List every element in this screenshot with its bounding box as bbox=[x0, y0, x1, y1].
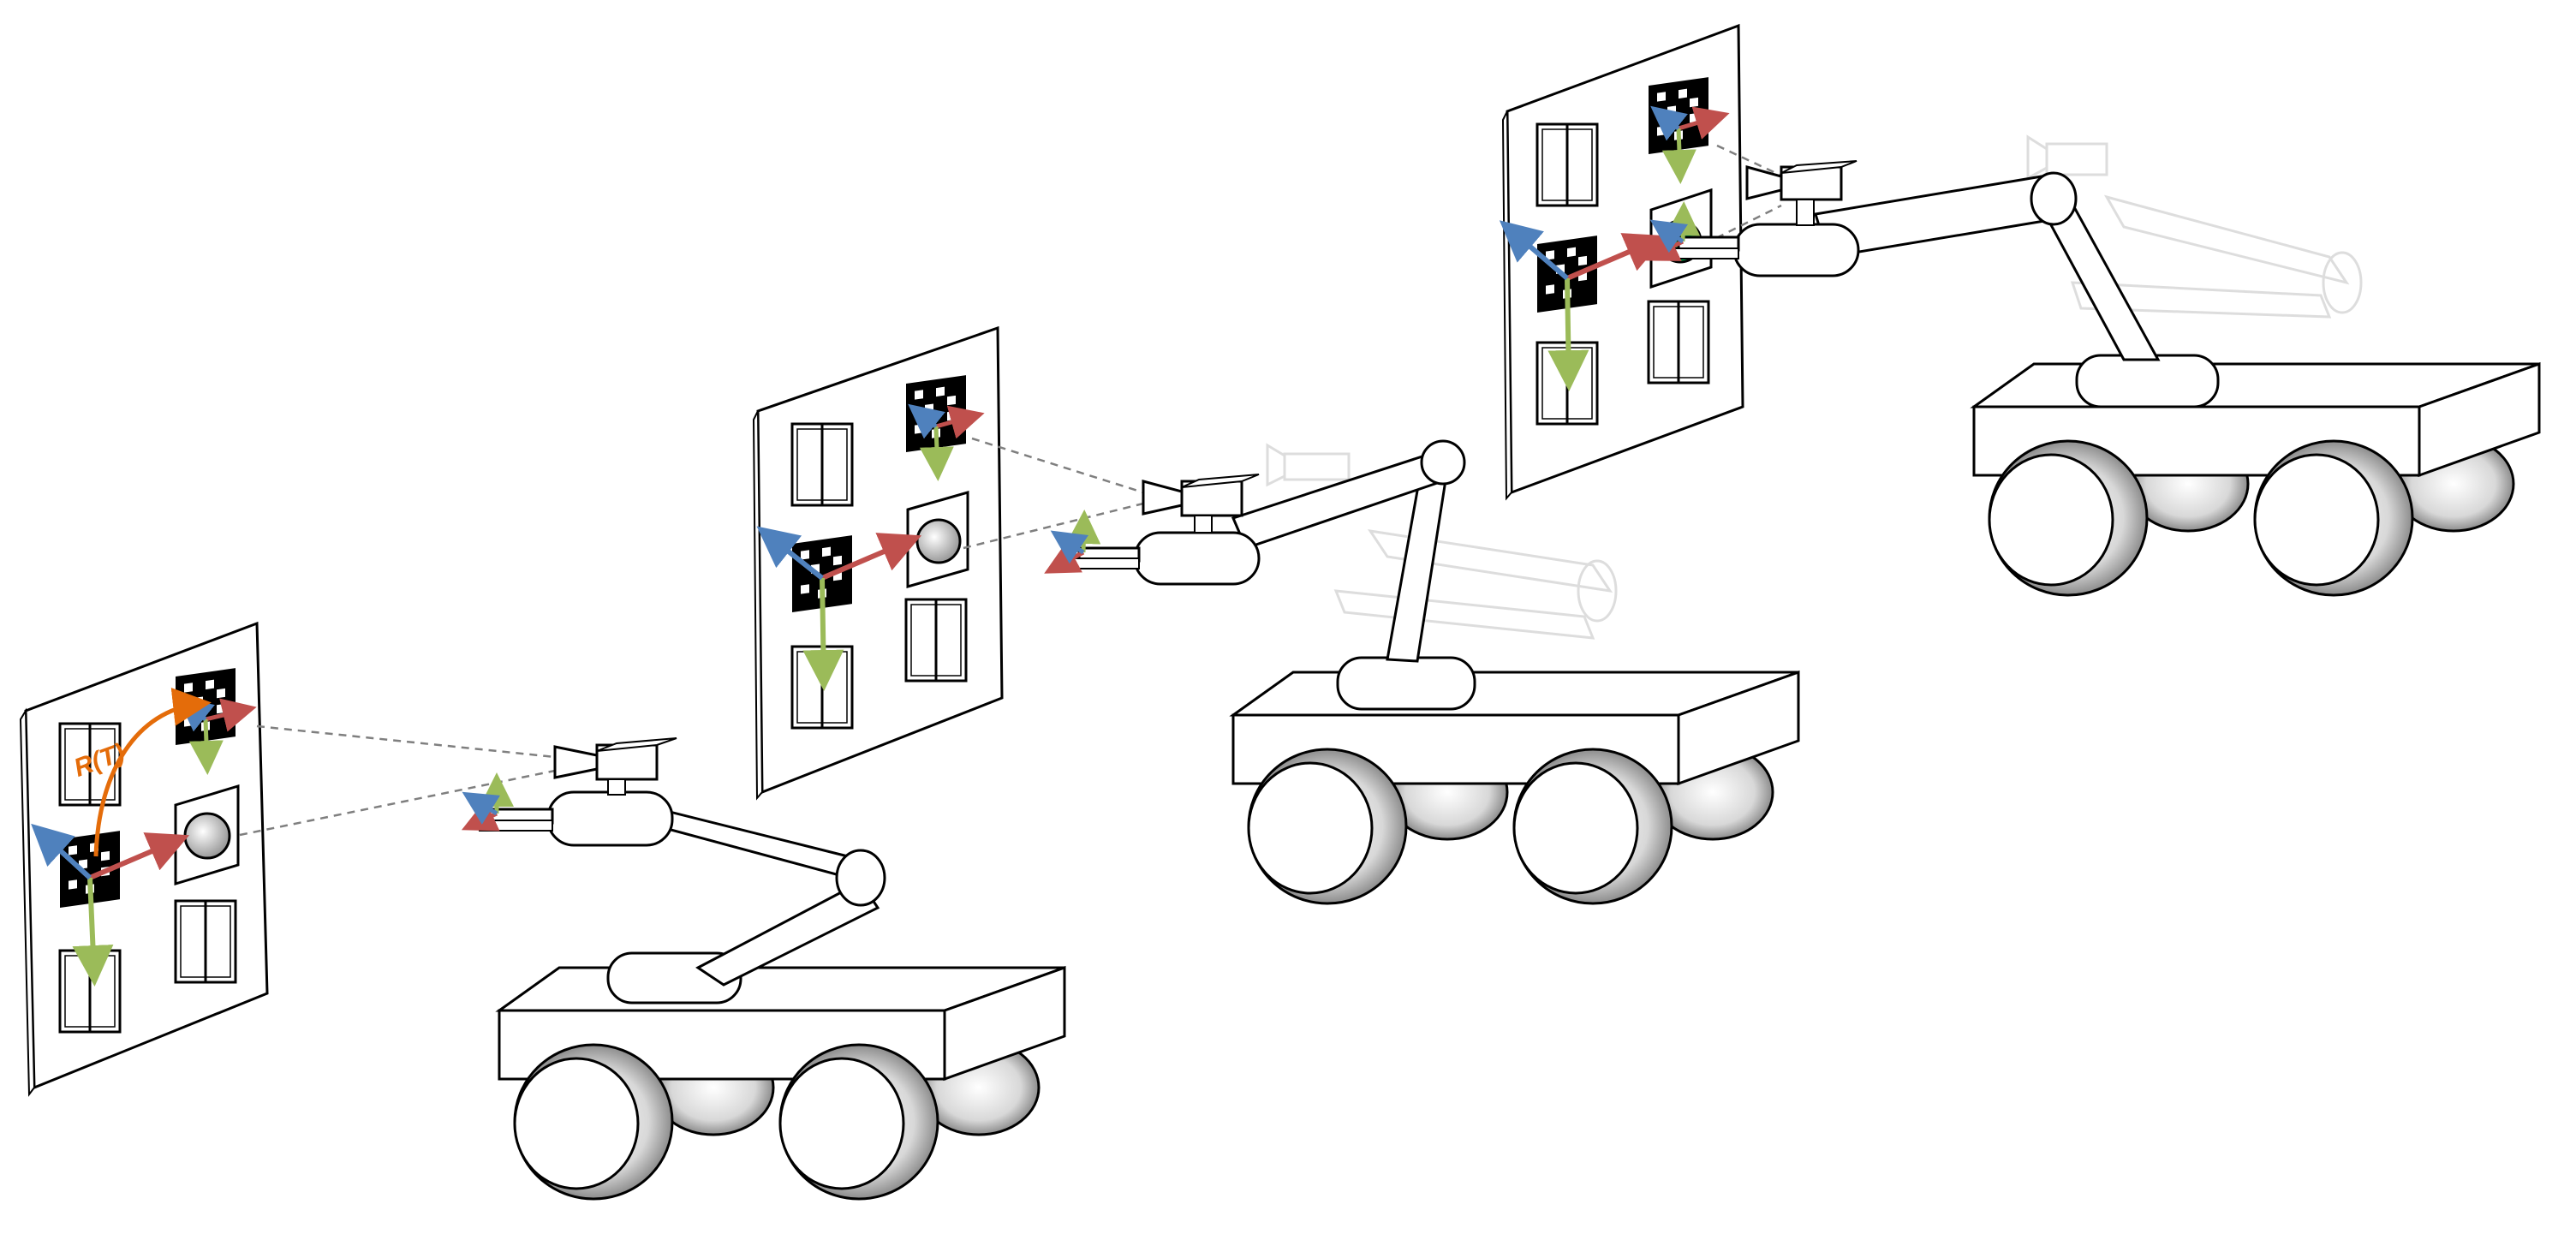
axis-z-1b bbox=[31, 823, 92, 880]
camera-3 bbox=[1745, 160, 1857, 226]
sight-line-2b bbox=[963, 502, 1144, 550]
knob-box-1 bbox=[174, 784, 240, 886]
robot-2 bbox=[1044, 439, 1800, 905]
axis-y-1a bbox=[188, 718, 224, 775]
axis-y-1b bbox=[72, 877, 114, 987]
stage-2-group bbox=[752, 325, 1800, 905]
transform-arrow bbox=[93, 687, 212, 857]
control-panel-1: R(T) bbox=[19, 621, 269, 1097]
stage-3-group bbox=[1499, 23, 2541, 597]
sight-line-2a bbox=[971, 437, 1144, 494]
control-panel-3 bbox=[1499, 23, 1744, 501]
robot-3 bbox=[1643, 160, 2541, 597]
sight-line-3a bbox=[1716, 144, 1782, 177]
axis-x-1b bbox=[88, 832, 190, 880]
ghost-arm-3 bbox=[2026, 134, 2363, 319]
control-panel-2 bbox=[752, 325, 1004, 801]
robot-1 bbox=[461, 737, 1066, 1201]
camera-2 bbox=[1142, 474, 1260, 534]
stage-1-group: R(T) bbox=[19, 621, 1066, 1201]
knob-box-2 bbox=[906, 491, 969, 588]
camera-1 bbox=[553, 737, 677, 796]
sight-line-1a bbox=[256, 724, 556, 759]
